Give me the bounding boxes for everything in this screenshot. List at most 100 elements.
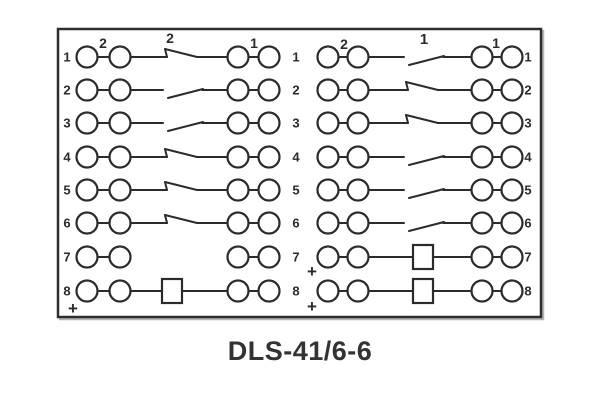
enclosure-border: [56, 27, 543, 319]
terminal-circle: [346, 245, 370, 269]
row-number-right: 8: [524, 284, 531, 299]
row-number-left: 3: [63, 116, 70, 131]
contact-hinge-tick: [164, 148, 168, 158]
terminal-circle: [500, 78, 524, 102]
terminal-circle: [470, 178, 494, 202]
contact-blade-open: [408, 188, 445, 199]
terminal-circle: [75, 245, 99, 269]
row-number-middle: 8: [292, 284, 299, 299]
terminal-circle: [470, 211, 494, 235]
terminal-circle: [257, 178, 281, 202]
terminal-circle: [75, 211, 99, 235]
row-number-left: 1: [63, 50, 70, 65]
row-number-middle: 4: [292, 150, 300, 165]
row-number-right: 7: [524, 250, 531, 265]
terminal-circle: [75, 145, 99, 169]
contact-group-label: 1: [492, 35, 500, 51]
coil-box: [411, 243, 435, 271]
contact-blade-closed: [164, 214, 198, 224]
contact-hinge-tick: [164, 48, 168, 58]
row-number-right: 3: [524, 116, 531, 131]
row-number-left: 8: [63, 284, 70, 299]
polarity-plus-mark: +: [307, 297, 317, 316]
terminal-circle: [75, 178, 99, 202]
terminal-circle: [316, 279, 340, 303]
row-number-left: 4: [63, 150, 71, 165]
terminal-circle: [316, 178, 340, 202]
coil-box: [160, 277, 184, 305]
model-title: DLS-41/6-6: [227, 336, 373, 366]
contact-blade-open: [408, 221, 445, 232]
terminal-circle: [500, 45, 524, 69]
terminal-circle: [257, 111, 281, 135]
terminal-circle: [346, 279, 370, 303]
contact-group-label: 2: [166, 30, 174, 46]
row-number-middle: 3: [292, 116, 299, 131]
terminal-circle: [257, 211, 281, 235]
row-number-left: 6: [63, 216, 70, 231]
row-number-left: 7: [63, 250, 70, 265]
terminal-circle: [316, 211, 340, 235]
terminal-circle: [226, 145, 250, 169]
row-number-middle: 2: [292, 83, 299, 98]
coil-box: [411, 277, 435, 305]
contact-blade-closed: [164, 181, 198, 191]
contact-hinge-tick: [164, 181, 168, 191]
terminal-circle: [346, 145, 370, 169]
contact-hinge-tick: [164, 214, 168, 224]
terminal-circle: [226, 111, 250, 135]
contact-blade-closed: [405, 81, 439, 91]
terminal-circle: [108, 145, 132, 169]
terminal-circle: [470, 279, 494, 303]
terminal-circle: [500, 245, 524, 269]
terminal-circle: [346, 111, 370, 135]
contact-blade-open: [408, 55, 445, 66]
contact-hinge-tick: [405, 114, 409, 124]
terminal-circle: [500, 178, 524, 202]
row-number-middle: 6: [292, 216, 299, 231]
terminal-circle: [346, 211, 370, 235]
row-number-middle: 7: [292, 250, 299, 265]
contact-blade-open: [167, 88, 204, 99]
contact-group-label: 2: [99, 35, 107, 51]
terminal-circle: [257, 245, 281, 269]
row-number-middle: 5: [292, 183, 299, 198]
contact-group-label: 1: [250, 35, 258, 51]
terminal-circle: [75, 45, 99, 69]
terminal-circle: [346, 45, 370, 69]
terminal-circle: [257, 145, 281, 169]
row-number-right: 2: [524, 83, 531, 98]
contact-blade-closed: [405, 114, 439, 124]
contact-blade-closed: [164, 148, 198, 158]
terminal-circle: [316, 45, 340, 69]
polarity-plus-mark: +: [68, 299, 78, 318]
terminal-circle: [470, 78, 494, 102]
terminal-circle: [108, 45, 132, 69]
row-number-middle: 1: [292, 50, 299, 65]
terminal-circle: [470, 45, 494, 69]
terminal-circle: [316, 78, 340, 102]
row-number-right: 6: [524, 216, 531, 231]
row-number-right: 4: [524, 150, 532, 165]
terminal-circle: [108, 178, 132, 202]
terminal-circle: [108, 211, 132, 235]
polarity-plus-mark: +: [307, 262, 317, 281]
contact-blade-open: [167, 121, 204, 132]
contact-blade-open: [408, 155, 445, 166]
contact-blade-closed: [164, 48, 198, 58]
terminal-circle: [470, 245, 494, 269]
terminal-circle: [346, 178, 370, 202]
terminal-circle: [346, 78, 370, 102]
terminal-circle: [257, 78, 281, 102]
row-number-left: 2: [63, 83, 70, 98]
terminal-circle: [108, 78, 132, 102]
terminal-circle: [226, 279, 250, 303]
terminal-circle: [226, 245, 250, 269]
terminal-circle: [500, 145, 524, 169]
contact-group-label: 1: [420, 31, 428, 48]
terminal-circle: [226, 211, 250, 235]
terminal-circle: [108, 245, 132, 269]
terminal-circle: [257, 279, 281, 303]
